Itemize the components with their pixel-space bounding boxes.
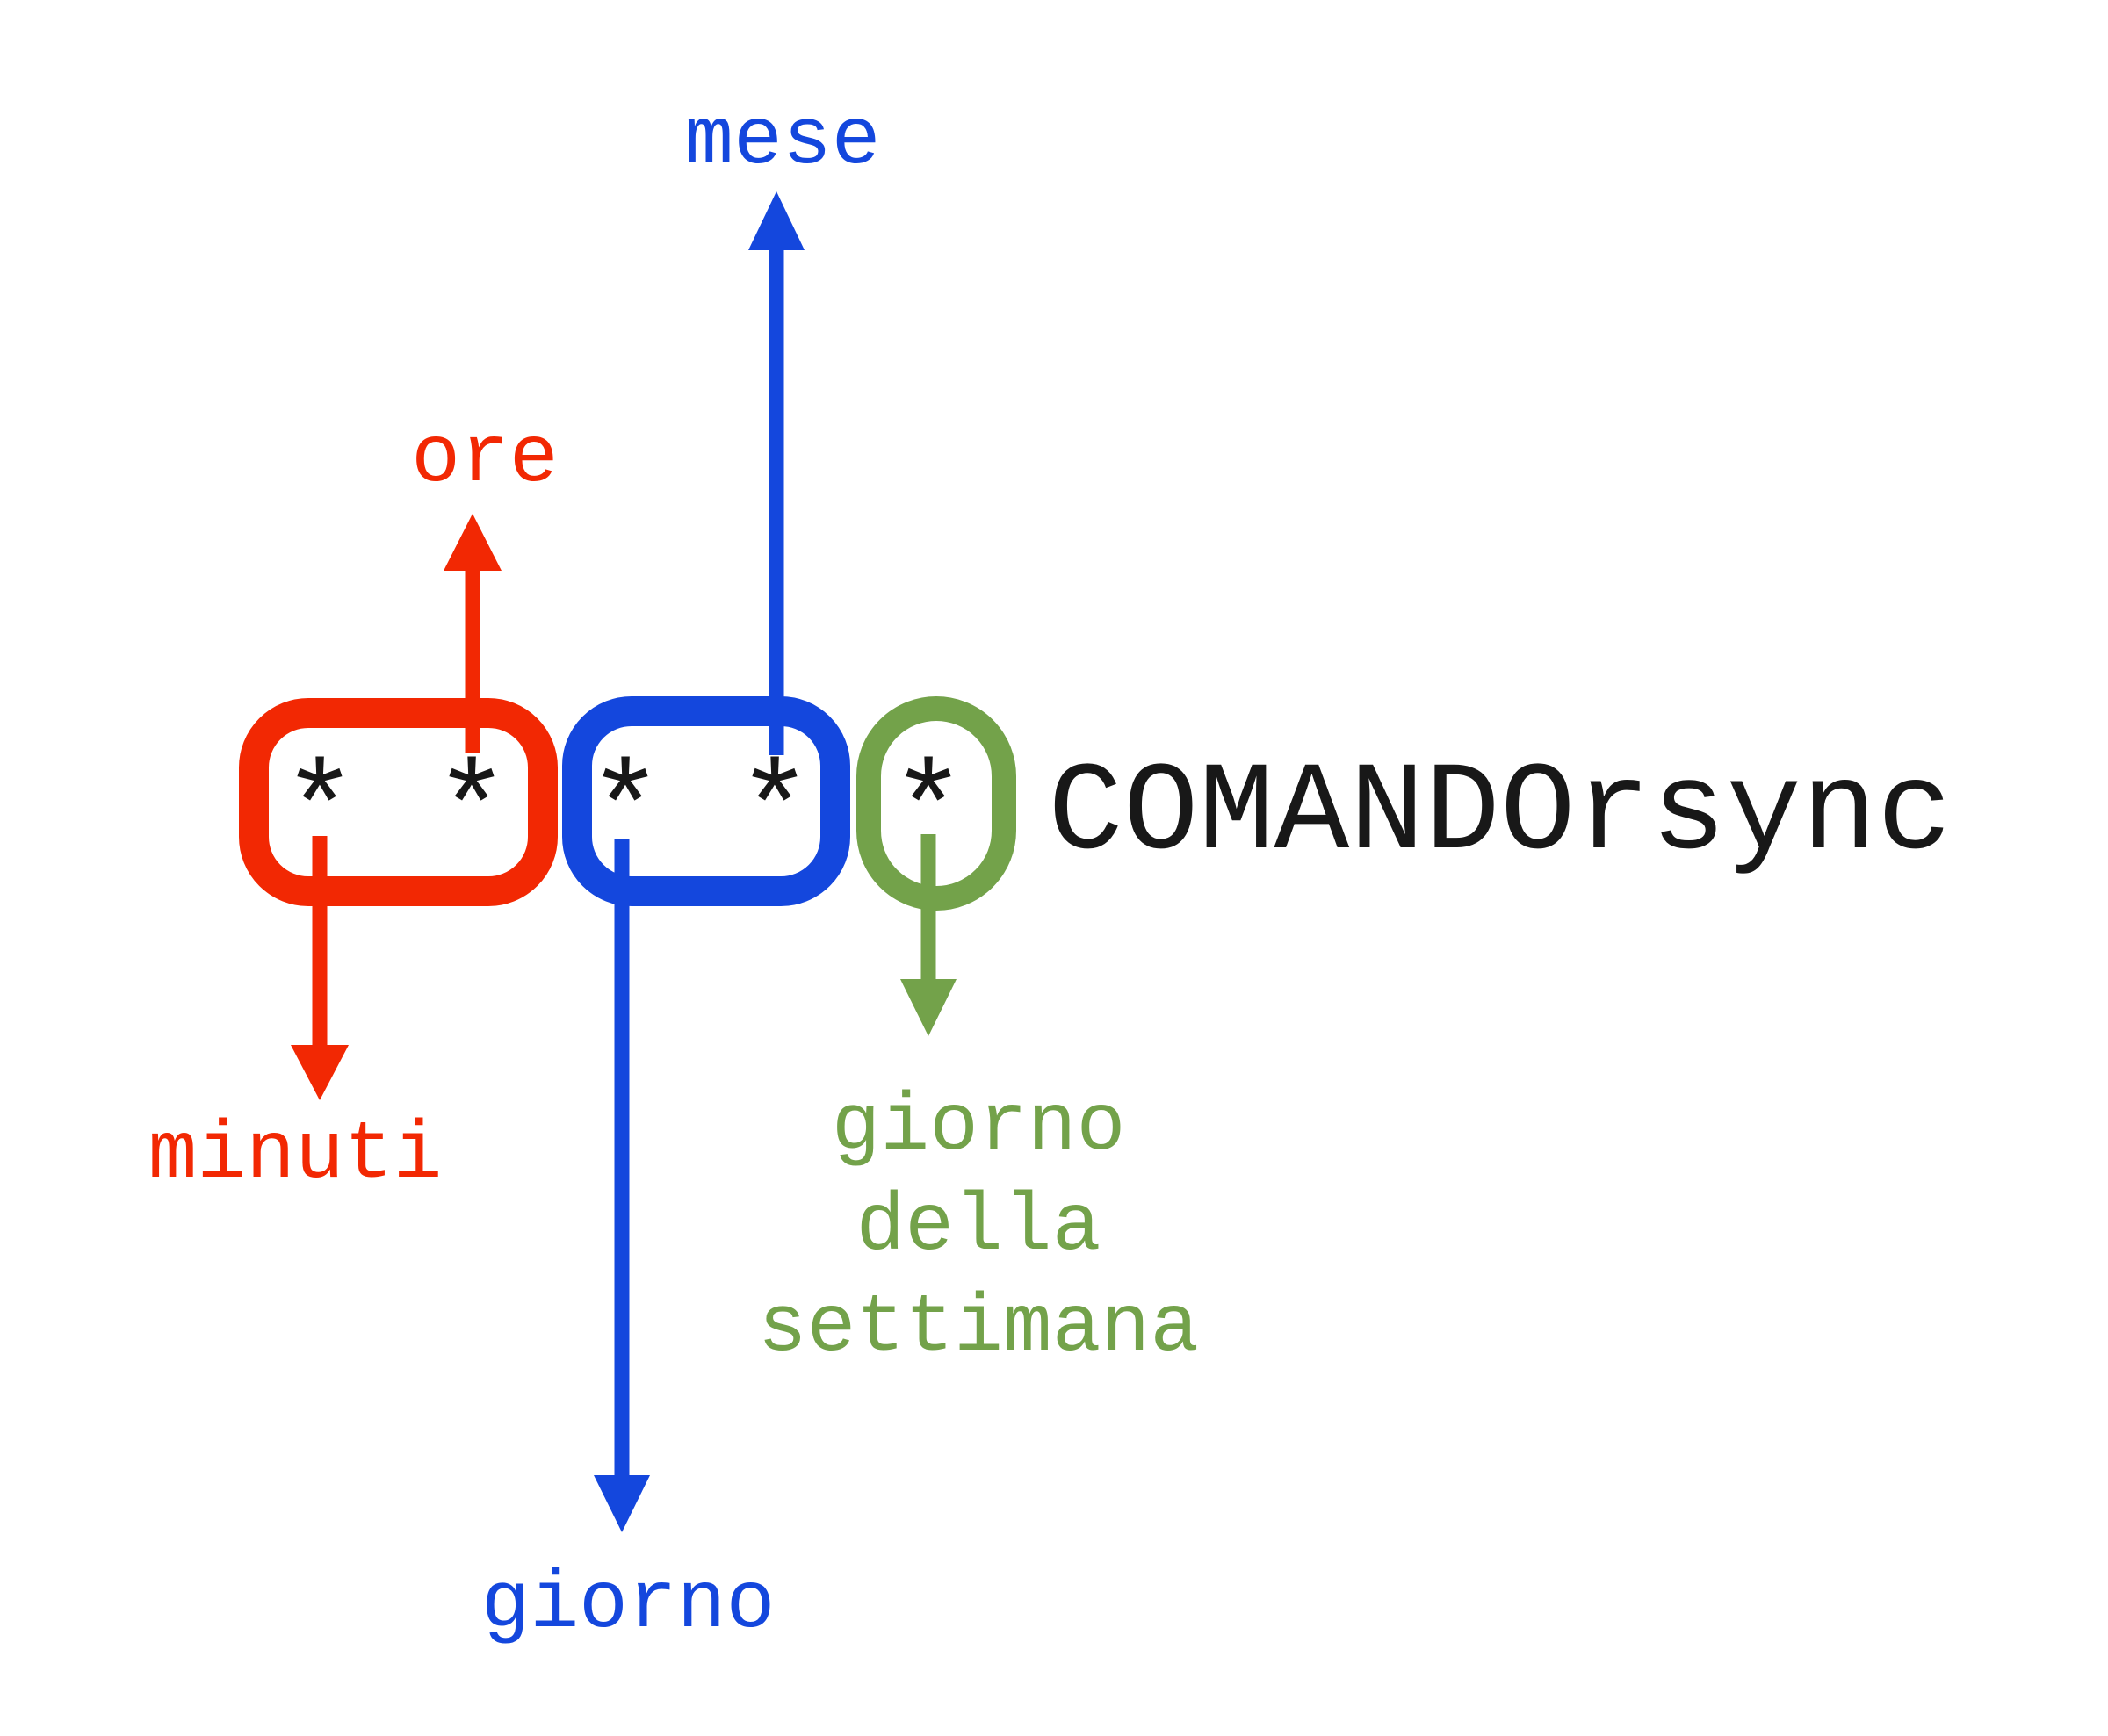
field-minuti-asterisk: * [282, 743, 357, 885]
minuti-ore-group-box [239, 698, 558, 906]
ore-arrow [444, 514, 502, 753]
ore-arrowhead [444, 514, 502, 571]
giorno-arrow [594, 839, 650, 1532]
field-giorno-settimana-asterisk: * [891, 743, 966, 885]
giorno-arrowhead [594, 1475, 650, 1532]
mese-arrow [748, 191, 805, 755]
giorno-settimana-arrow [900, 834, 957, 1036]
minuti-arrow [291, 836, 349, 1100]
giorno-settimana-label-line2: della [855, 1181, 1101, 1273]
giorno-settimana-label-line3: settimana [758, 1282, 1199, 1374]
command-text: COMANDOrsync [1048, 743, 1953, 885]
field-ore-asterisk: * [434, 743, 509, 885]
mese-arrowhead [748, 191, 805, 250]
giorno-mese-group-box [562, 696, 850, 906]
giorno-settimana-group-oval [856, 696, 1016, 911]
field-mese-asterisk: * [737, 743, 812, 885]
giorno-settimana-label: giorno della settimana [758, 1081, 1199, 1374]
giorno-settimana-label-line1: giorno [832, 1081, 1126, 1173]
field-giorno-asterisk: * [588, 743, 663, 885]
minuti-arrowhead [291, 1045, 349, 1100]
mese-label: mese [684, 95, 880, 187]
ore-label: ore [411, 413, 558, 505]
giorno-label: giorno [481, 1559, 776, 1651]
minuti-label: minuti [148, 1109, 443, 1201]
giorno-settimana-arrowhead [900, 979, 957, 1036]
